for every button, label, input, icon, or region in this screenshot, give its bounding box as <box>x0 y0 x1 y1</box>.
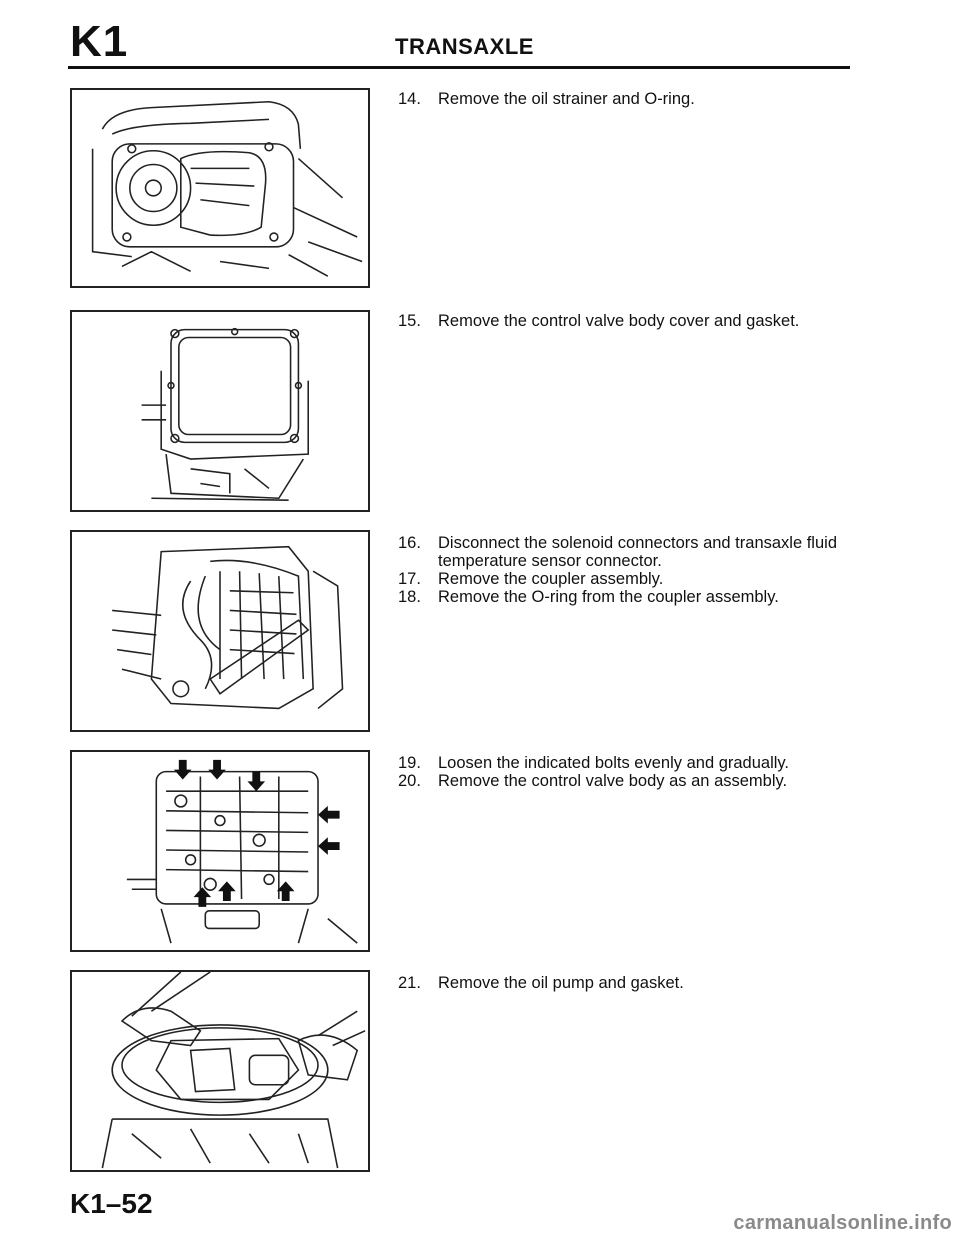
step-number: 17. <box>398 570 421 588</box>
step-number: 16. <box>398 534 421 552</box>
step-item: 17. Remove the coupler assembly. <box>398 570 858 588</box>
steps-group-4: 19. Loosen the indicated bolts evenly an… <box>398 754 858 790</box>
step-text: Remove the control valve body as an asse… <box>438 772 788 790</box>
step-item: 19. Loosen the indicated bolts evenly an… <box>398 754 858 772</box>
step-text: Disconnect the solenoid connectors and t… <box>438 534 837 570</box>
valve-body-cover-illustration <box>70 310 370 512</box>
step-item: 20. Remove the control valve body as an … <box>398 772 858 790</box>
steps-group-2: 15. Remove the control valve body cover … <box>398 312 858 330</box>
section-code: K1 <box>70 17 129 66</box>
step-text: Remove the O-ring from the coupler assem… <box>438 588 779 606</box>
step-number: 20. <box>398 772 421 790</box>
step-item: 14. Remove the oil strainer and O-ring. <box>398 90 858 108</box>
step-number: 15. <box>398 312 421 330</box>
steps-group-3: 16. Disconnect the solenoid connectors a… <box>398 534 858 606</box>
step-text: Loosen the indicated bolts evenly and gr… <box>438 754 790 772</box>
step-number: 18. <box>398 588 421 606</box>
step-item: 21. Remove the oil pump and gasket. <box>398 974 858 992</box>
step-text: Remove the oil strainer and O-ring. <box>438 90 695 108</box>
solenoid-connector-illustration <box>70 530 370 732</box>
watermark: carmanualsonline.info <box>733 1212 952 1234</box>
step-item: 16. Disconnect the solenoid connectors a… <box>398 534 858 570</box>
step-text: Remove the oil pump and gasket. <box>438 974 684 992</box>
oil-strainer-illustration <box>70 88 370 288</box>
steps-group-1: 14. Remove the oil strainer and O-ring. <box>398 90 858 108</box>
step-number: 19. <box>398 754 421 772</box>
header-divider <box>68 66 850 69</box>
step-number: 14. <box>398 90 421 108</box>
step-text: Remove the coupler assembly. <box>438 570 664 588</box>
page-title: TRANSAXLE <box>395 34 534 59</box>
step-item: 15. Remove the control valve body cover … <box>398 312 858 330</box>
steps-group-5: 21. Remove the oil pump and gasket. <box>398 974 858 992</box>
control-valve-body-bolts-illustration <box>70 750 370 952</box>
step-text: Remove the control valve body cover and … <box>438 312 800 330</box>
step-number: 21. <box>398 974 421 992</box>
oil-pump-removal-illustration <box>70 970 370 1172</box>
page-number: K1–52 <box>70 1188 153 1219</box>
step-item: 18. Remove the O-ring from the coupler a… <box>398 588 858 606</box>
